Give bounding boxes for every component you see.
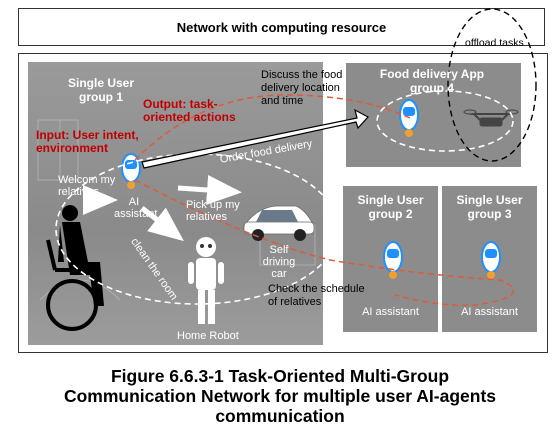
groups-container — [18, 53, 548, 353]
home-robot-label: Home Robot — [177, 330, 239, 342]
network-title: Network with computing resource — [176, 20, 387, 35]
network-box — [18, 8, 545, 46]
caption-line3: communication — [215, 406, 345, 426]
group2-title-line1: Single User — [357, 193, 424, 207]
welcome-label-line2: relatives — [58, 186, 99, 198]
group1-title-line1: Single User — [67, 76, 135, 90]
wheelchair-user-silhouette — [58, 205, 104, 306]
self-driving-car-label: Self driving car — [254, 244, 304, 280]
pickup-arrow — [177, 175, 242, 205]
discuss-line2: delivery location — [261, 82, 340, 94]
group2-title-line2: group 2 — [368, 207, 413, 221]
output-label-line2: oriented actions — [143, 110, 236, 124]
group1-panel — [28, 62, 323, 345]
input-label-line1: Input: User intent, — [36, 128, 139, 142]
self-driving-car-icon — [243, 205, 315, 241]
drone-icon — [463, 109, 519, 127]
clean-arrow — [140, 206, 184, 242]
group3-title-line1: Single User — [456, 193, 523, 207]
group4-title-line2: group 4 — [410, 81, 454, 95]
ai-label-line1: AI — [128, 196, 140, 208]
group1-title: Single User group 1 — [56, 76, 146, 104]
input-label-line2: environment — [36, 141, 109, 155]
wheelchair-icon — [46, 239, 98, 331]
ai-label-line2: assistant — [114, 208, 158, 220]
welcome-label-line1: Welcom my — [58, 174, 116, 186]
caption-line2: Communication Network for multiple user … — [63, 386, 497, 406]
ai-assistant-label-group1: AI assistant — [114, 196, 158, 220]
group4-dashed-ellipse — [376, 90, 514, 152]
discuss-label: Discuss the food delivery location and t… — [261, 69, 342, 108]
discuss-line1: Discuss the food — [261, 69, 343, 81]
group4-title-line1: Food delivery App — [379, 67, 485, 81]
pickup-label: Pick up my relatives — [186, 199, 240, 223]
schedule-line1: Check the schedule — [268, 283, 365, 295]
input-label: Input: User intent, environment — [36, 129, 139, 155]
ai-robot-icon-group2 — [383, 241, 403, 279]
offload-dashed-ellipse — [447, 8, 537, 162]
output-label: Output: task- oriented actions — [143, 98, 236, 124]
output-label-line1: Output: task- — [143, 97, 218, 111]
discuss-line3: and time — [261, 95, 304, 107]
group4-title: Food delivery App group 4 — [352, 67, 512, 95]
group3-title: Single User group 3 — [442, 193, 537, 221]
group3-ai-label: AI assistant — [461, 306, 518, 318]
red-dashed-arc-schedule — [134, 179, 515, 306]
discuss-arrow — [141, 108, 369, 169]
group3-title-line2: group 3 — [467, 207, 512, 221]
ai-robot-icon-group1 — [121, 153, 141, 189]
figure-caption: Figure 6.6.3-1 Task-Oriented Multi-Group… — [0, 366, 560, 426]
ai-robot-icon-group4 — [399, 99, 419, 137]
group2-title: Single User group 2 — [343, 193, 438, 221]
schedule-label: Check the schedule of relatives — [268, 283, 365, 309]
offload-label: offload tasks — [465, 37, 524, 49]
car-label-line2: car — [271, 268, 287, 280]
pickup-label-line1: Pick up my — [186, 199, 240, 211]
red-dashed-arc-to-group4 — [134, 94, 411, 161]
car-label-line1: Self driving — [262, 244, 296, 268]
schedule-line2: of relatives — [268, 296, 322, 308]
pickup-label-line2: relatives — [186, 211, 227, 223]
home-robot-icon — [188, 237, 224, 324]
group2-ai-label: AI assistant — [362, 306, 419, 318]
ai-robot-icon-group3 — [481, 241, 501, 279]
group1-title-line2: group 1 — [79, 90, 123, 104]
welcome-label: Welcom my relatives — [58, 174, 115, 198]
caption-line1: Figure 6.6.3-1 Task-Oriented Multi-Group — [110, 366, 450, 386]
